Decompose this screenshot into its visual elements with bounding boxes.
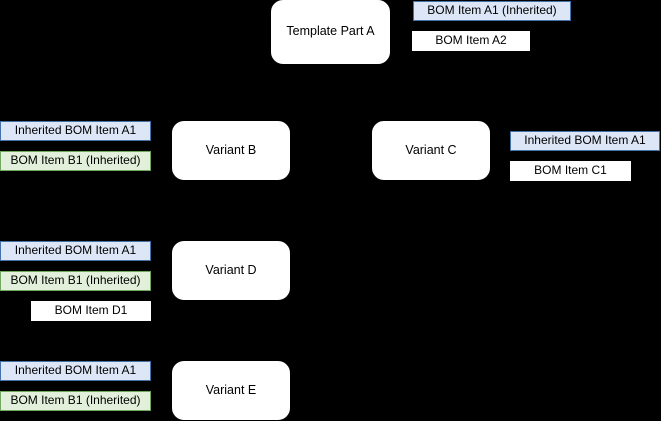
variant-d-bom-item-d1[interactable]: BOM Item D1 <box>31 301 151 321</box>
variant-d-inherited-bom-item-a1[interactable]: Inherited BOM Item A1 <box>0 241 151 261</box>
node-variant-c[interactable]: Variant C <box>372 121 490 180</box>
variant-c-inherited-bom-item-a1[interactable]: Inherited BOM Item A1 <box>510 131 660 151</box>
variant-b-bom-item-b1-inherited[interactable]: BOM Item B1 (Inherited) <box>0 151 151 171</box>
variant-d-bom-item-b1-inherited[interactable]: BOM Item B1 (Inherited) <box>0 271 151 291</box>
node-label: BOM Item A1 (Inherited) <box>427 3 557 18</box>
node-label: Variant E <box>205 382 257 397</box>
node-label: Variant B <box>205 142 257 157</box>
node-label: Inherited BOM Item A1 <box>14 243 137 258</box>
node-variant-d[interactable]: Variant D <box>172 241 290 300</box>
node-label: BOM Item A2 <box>435 33 507 48</box>
variant-e-inherited-bom-item-a1[interactable]: Inherited BOM Item A1 <box>0 361 151 381</box>
bom-item-a1-inherited[interactable]: BOM Item A1 (Inherited) <box>413 1 571 21</box>
node-label: BOM Item B1 (Inherited) <box>10 393 141 408</box>
node-label: Inherited BOM Item A1 <box>14 123 137 138</box>
node-label: BOM Item B1 (Inherited) <box>10 273 141 288</box>
node-label: Template Part A <box>286 24 375 39</box>
variant-c-bom-item-c1[interactable]: BOM Item C1 <box>510 161 631 181</box>
variant-b-inherited-bom-item-a1[interactable]: Inherited BOM Item A1 <box>0 121 151 141</box>
node-variant-e[interactable]: Variant E <box>172 361 290 420</box>
node-label: Variant C <box>405 142 457 157</box>
bom-item-a2[interactable]: BOM Item A2 <box>412 31 530 51</box>
node-label: Variant D <box>205 262 257 277</box>
node-template-part-a[interactable]: Template Part A <box>271 0 390 64</box>
node-label: BOM Item B1 (Inherited) <box>10 153 141 168</box>
node-variant-b[interactable]: Variant B <box>172 121 290 180</box>
node-label: Inherited BOM Item A1 <box>14 363 137 378</box>
variant-e-bom-item-b1-inherited[interactable]: BOM Item B1 (Inherited) <box>0 391 151 411</box>
node-label: BOM Item D1 <box>54 303 128 318</box>
node-label: BOM Item C1 <box>534 163 607 178</box>
node-label: Inherited BOM Item A1 <box>524 133 646 148</box>
